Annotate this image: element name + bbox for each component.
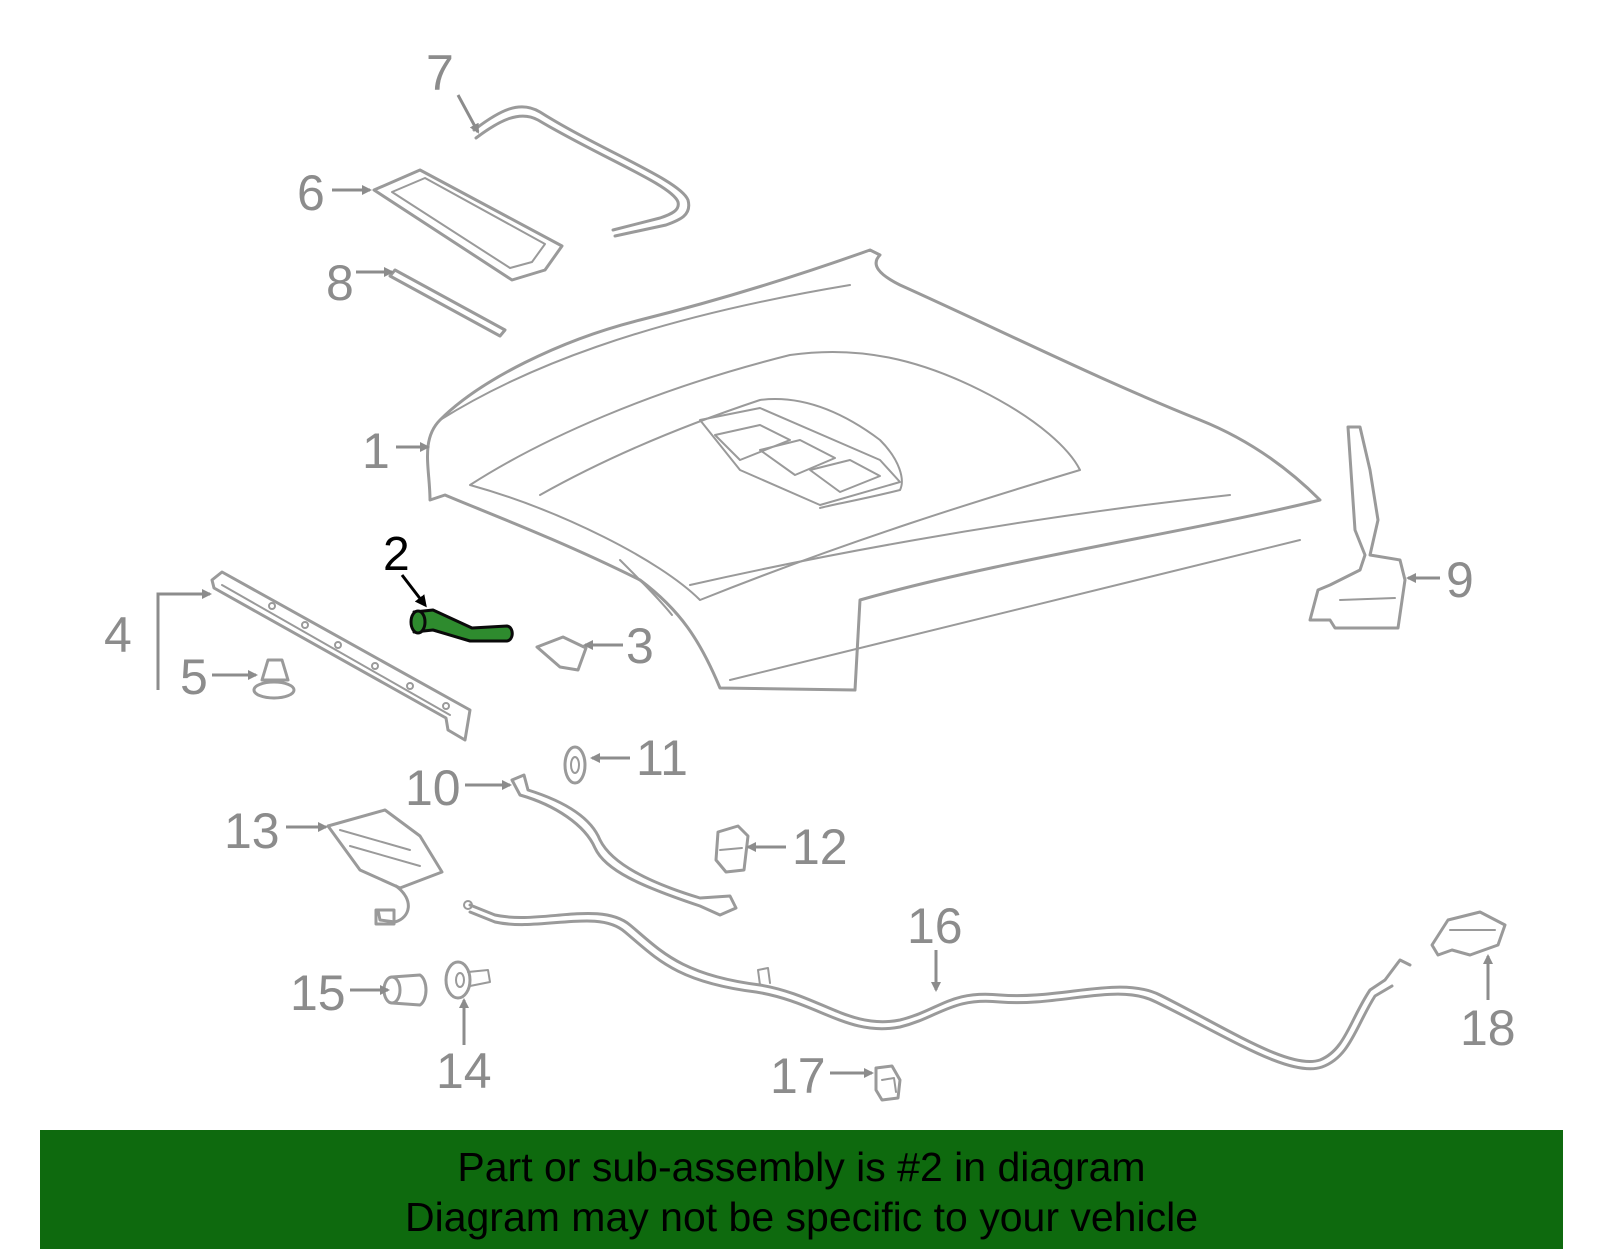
callout-2: 2 <box>383 528 410 581</box>
part-14-nut <box>444 960 491 1000</box>
callout-8: 8 <box>326 255 354 311</box>
callout-13: 13 <box>224 803 280 859</box>
part-3-pad <box>535 635 588 672</box>
callout-3: 3 <box>626 618 654 674</box>
info-banner: Part or sub-assembly is #2 in diagram Di… <box>40 1130 1563 1249</box>
part-12-bumper <box>714 824 750 874</box>
part-18-handle <box>1430 910 1507 957</box>
callout-12: 12 <box>792 819 848 875</box>
part-2-highlighted <box>409 608 514 643</box>
callout-5: 5 <box>180 649 208 705</box>
callout-6: 6 <box>297 165 325 221</box>
callout-9: 9 <box>1446 552 1474 608</box>
callout-18: 18 <box>1460 1000 1516 1056</box>
hood-part-1 <box>426 248 1322 692</box>
part-6-scoop <box>372 168 564 282</box>
part-15-plug <box>382 973 428 1007</box>
leader-lines <box>156 94 1493 1078</box>
part-8-strip <box>388 268 507 338</box>
part-10-rod <box>510 773 738 917</box>
callout-4: 4 <box>104 607 132 663</box>
callout-7: 7 <box>426 45 454 101</box>
part-16-cable <box>463 900 1412 1071</box>
part-9-hinge <box>1308 425 1407 630</box>
banner-line-1: Part or sub-assembly is #2 in diagram <box>457 1144 1146 1190</box>
callout-10: 10 <box>405 760 461 816</box>
part-5-clip <box>252 658 296 700</box>
callout-15: 15 <box>290 965 346 1021</box>
part-17-clip <box>874 1064 902 1102</box>
banner-line-2: Diagram may not be specific to your vehi… <box>404 1194 1198 1240</box>
callout-14: 14 <box>436 1043 492 1099</box>
part-7-seal <box>472 105 691 238</box>
callout-17: 17 <box>770 1048 826 1104</box>
part-4-rail <box>210 570 472 742</box>
callout-16: 16 <box>907 898 963 954</box>
callout-11: 11 <box>636 730 688 786</box>
part-11-grommet <box>563 745 587 785</box>
part-13-latch <box>326 808 444 926</box>
callout-1: 1 <box>362 423 390 479</box>
